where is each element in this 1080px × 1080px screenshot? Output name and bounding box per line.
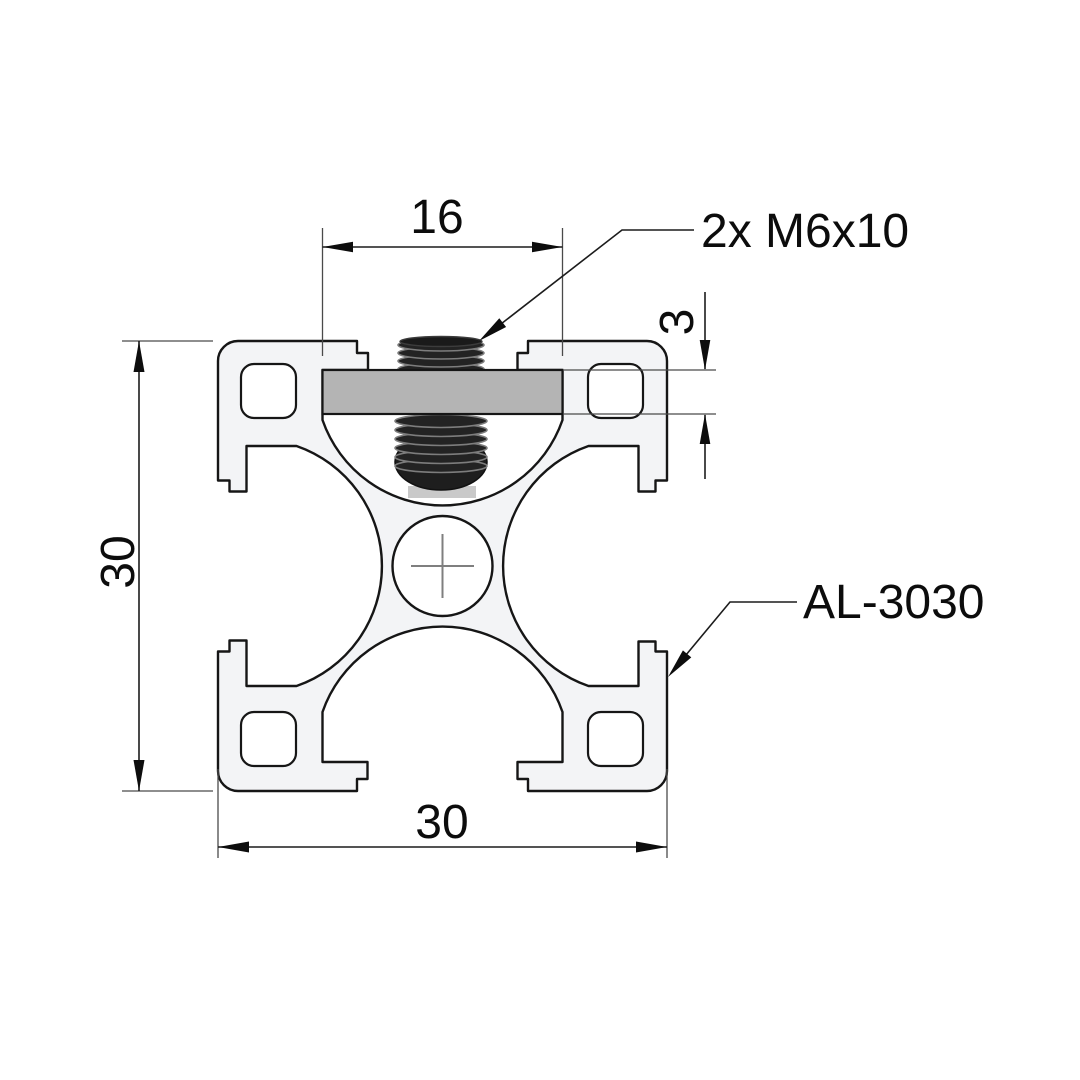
dimension-plate-thickness: 3 bbox=[564, 292, 716, 479]
dim-label-plate-thickness: 3 bbox=[651, 309, 704, 336]
corner-bore-bottom-left bbox=[239, 710, 298, 768]
dim-label-profile-height: 30 bbox=[92, 535, 145, 588]
arrowhead-down-icon bbox=[699, 340, 711, 370]
arrowhead-up-icon bbox=[133, 341, 145, 372]
leader-arrowhead-icon bbox=[668, 650, 692, 677]
callout-label-part: AL-3030 bbox=[803, 576, 984, 629]
dim-label-profile-width: 30 bbox=[415, 796, 468, 849]
arrowhead-left-icon bbox=[218, 841, 249, 853]
arrowhead-right-icon bbox=[532, 241, 563, 253]
center-mark-icon bbox=[411, 534, 474, 598]
arrowhead-down-icon bbox=[133, 760, 145, 791]
dim-label-slot-width: 16 bbox=[410, 191, 463, 244]
leader-arrowhead-icon bbox=[479, 318, 507, 341]
dimension-slot-width: 16 bbox=[321, 191, 564, 356]
slot-cover-plate bbox=[321, 368, 564, 416]
callout-part: AL-3030 bbox=[668, 576, 984, 677]
fastener-assembly bbox=[321, 335, 564, 498]
corner-bore-bottom-right bbox=[586, 710, 645, 768]
dimension-profile-height: 30 bbox=[92, 340, 213, 792]
extrusion-profile bbox=[216, 339, 669, 793]
callout-label-screw: 2x M6x10 bbox=[701, 205, 909, 258]
screw-top-cap bbox=[399, 335, 483, 348]
corner-bore-top-right bbox=[586, 362, 645, 420]
arrowhead-right-icon bbox=[636, 841, 667, 853]
corner-bore-top-left bbox=[239, 362, 298, 420]
screw-thread-lower bbox=[394, 413, 488, 498]
screw-thread-upper bbox=[397, 335, 485, 376]
arrowhead-left-icon bbox=[322, 241, 353, 253]
dimension-profile-width: 30 bbox=[217, 769, 668, 858]
arrowhead-up-icon bbox=[699, 414, 711, 444]
callout-screw: 2x M6x10 bbox=[479, 205, 909, 341]
